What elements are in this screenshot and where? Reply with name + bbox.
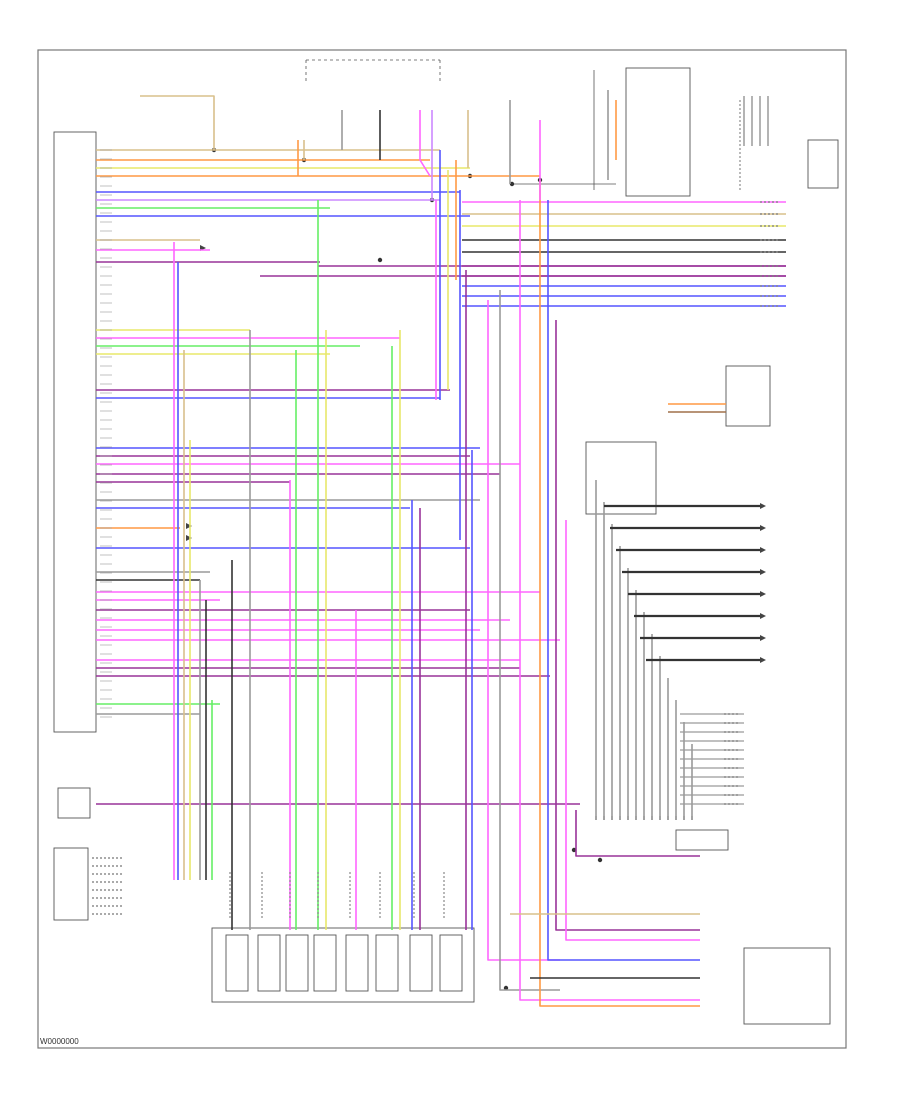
- wire: [519, 200, 700, 1001]
- connector-pin: [760, 613, 766, 619]
- component-box: [585, 441, 657, 515]
- component-box: [409, 934, 433, 992]
- connector-pin: [760, 569, 766, 575]
- splice-dot: [509, 181, 515, 187]
- component-box: [345, 934, 369, 992]
- component-box: [725, 365, 771, 427]
- component-box: [57, 787, 91, 819]
- component-box: [257, 934, 281, 992]
- wire: [487, 300, 560, 961]
- component-box: [743, 947, 831, 1025]
- wire: [575, 810, 700, 857]
- connector-pin: [760, 657, 766, 663]
- wires: [96, 90, 786, 1007]
- component-box: [375, 934, 399, 992]
- wire: [539, 180, 700, 1007]
- component-box: [285, 934, 309, 992]
- component-box: [807, 139, 839, 189]
- component-box: [313, 934, 337, 992]
- connector-pin: [186, 535, 192, 541]
- connector-pin: [760, 525, 766, 531]
- labels: [92, 149, 780, 918]
- component-box: [625, 67, 691, 197]
- component-box: [53, 847, 89, 921]
- wire: [419, 110, 431, 177]
- wire: [565, 520, 700, 941]
- splice-dot: [571, 847, 577, 853]
- component-box: [211, 927, 475, 1003]
- splice-dot: [503, 985, 509, 991]
- splice-dot: [377, 257, 383, 263]
- connector-pin: [760, 591, 766, 597]
- connector-pin: [760, 635, 766, 641]
- diagram-code: W0000000: [40, 1037, 79, 1046]
- component-box: [439, 934, 463, 992]
- component-box: [53, 131, 97, 733]
- component-box: [225, 934, 249, 992]
- connector-pin: [760, 503, 766, 509]
- wire: [547, 200, 700, 961]
- connector-pin: [186, 523, 192, 529]
- connector-pin: [760, 547, 766, 553]
- components: [53, 59, 839, 1025]
- diagram-border: [37, 49, 847, 1049]
- wire: [140, 95, 215, 150]
- wire: [555, 320, 700, 931]
- component-box: [675, 829, 729, 851]
- splice-dot: [597, 857, 603, 863]
